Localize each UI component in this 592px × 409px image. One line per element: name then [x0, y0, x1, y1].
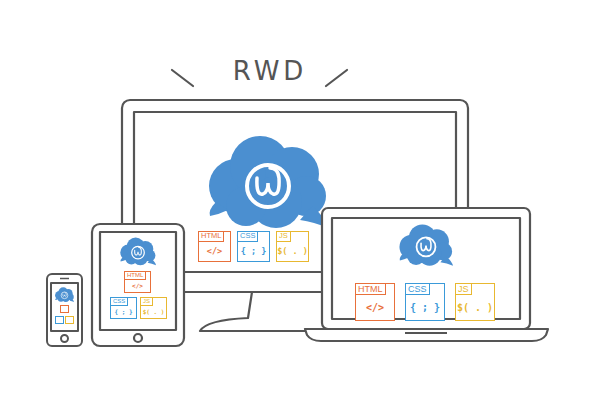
- cloud-logo: [209, 136, 328, 228]
- card-label: JS: [141, 298, 153, 306]
- card-label: HTML: [356, 284, 386, 295]
- tablet: [92, 224, 184, 346]
- cloud-logo: [399, 224, 453, 265]
- code-card: HTML</>: [124, 271, 151, 293]
- card-label: HTML: [125, 272, 146, 280]
- cloud-logo: [120, 238, 156, 266]
- card-label: CSS: [406, 284, 430, 295]
- card-label: JS: [277, 232, 291, 242]
- code-card: JS$( . ): [455, 283, 495, 321]
- code-symbol: </>: [125, 280, 150, 292]
- laptop-base: [305, 329, 548, 341]
- tablet-button: [134, 334, 142, 342]
- laptop-lid: [322, 208, 530, 329]
- mini-js-icon: [66, 317, 74, 324]
- laptop: [305, 208, 548, 341]
- tablet-screen: [100, 232, 176, 330]
- phone-screen: [51, 283, 78, 331]
- phone: [47, 274, 82, 346]
- tablet-frame: [92, 224, 184, 346]
- code-card: HTML</>: [355, 283, 395, 321]
- code-symbol: $( . ): [456, 295, 494, 320]
- code-symbol: $( . ): [277, 242, 308, 261]
- title-text: RWD: [200, 56, 340, 86]
- phone-speaker: [60, 278, 69, 280]
- card-label: HTML: [199, 232, 224, 242]
- card-label: CSS: [111, 298, 128, 306]
- ray-line: [172, 70, 193, 86]
- code-symbol: { ; }: [406, 295, 444, 320]
- code-card: HTML</>: [198, 231, 231, 262]
- card-label: CSS: [238, 232, 258, 242]
- code-symbol: $( . ): [141, 306, 166, 318]
- code-card: JS$( . ): [140, 297, 167, 319]
- code-symbol: </>: [199, 242, 230, 261]
- phone-button: [61, 335, 68, 342]
- card-label: JS: [456, 284, 472, 295]
- cloud-logo: [55, 287, 74, 302]
- code-symbol: </>: [356, 295, 394, 320]
- code-card: CSS{ ; }: [405, 283, 445, 321]
- mini-css-icon: [56, 317, 64, 324]
- code-symbol: { ; }: [238, 242, 269, 261]
- mini-html-icon: [61, 306, 69, 313]
- laptop-notch: [405, 332, 447, 334]
- code-card: CSS{ ; }: [237, 231, 270, 262]
- phone-code-icons: [56, 306, 74, 324]
- code-card: JS$( . ): [276, 231, 309, 262]
- code-card: CSS{ ; }: [110, 297, 137, 319]
- phone-frame: [47, 274, 82, 346]
- ray-line: [326, 70, 347, 86]
- code-symbol: { ; }: [111, 306, 136, 318]
